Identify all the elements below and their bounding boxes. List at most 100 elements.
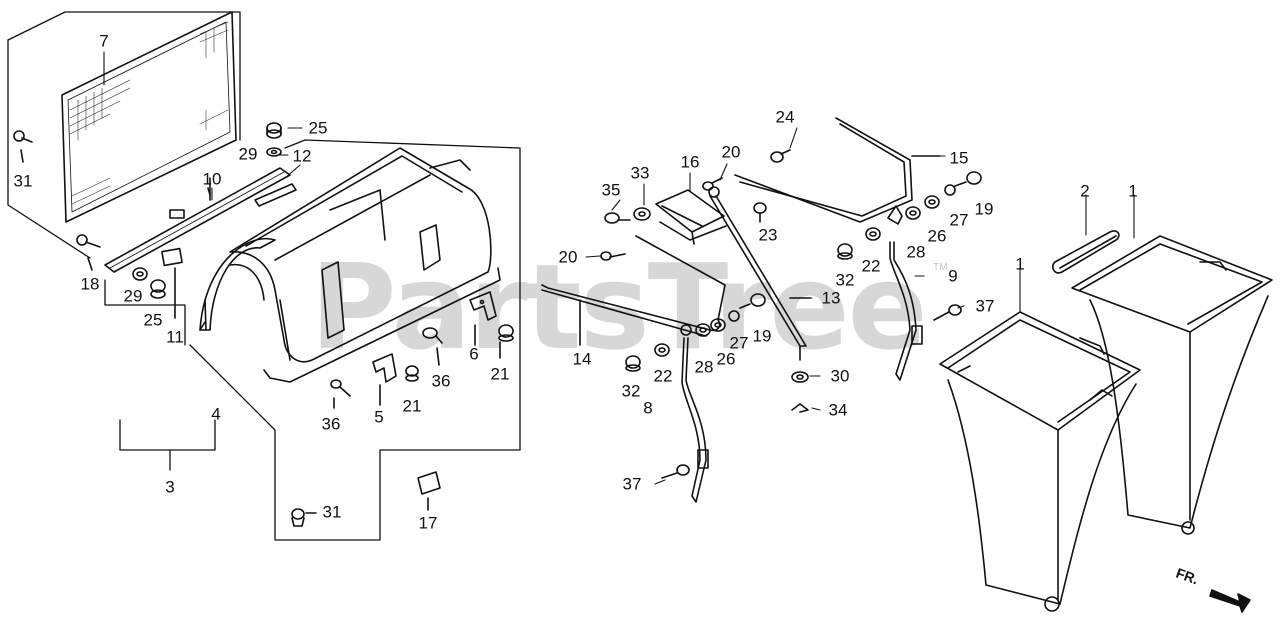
callout-27: 27 — [729, 333, 749, 353]
callout-28: 28 — [694, 357, 714, 377]
callout-6: 6 — [469, 344, 479, 364]
callout-9: 9 — [948, 266, 958, 286]
bracket-hook-upper — [887, 205, 903, 225]
callout-20: 20 — [721, 142, 741, 162]
callout-35: 35 — [601, 180, 621, 200]
bracket-5 — [372, 353, 397, 406]
bolt-36-right — [422, 327, 443, 366]
callout-22: 22 — [653, 366, 673, 386]
washer-27-lower — [728, 310, 740, 322]
callout-26: 26 — [716, 349, 736, 369]
watermark-trademark: TM — [933, 262, 948, 273]
callout-20: 20 — [558, 247, 578, 267]
grass-bag-front — [939, 311, 1141, 612]
washer-28-upper — [905, 206, 921, 220]
callout-36: 36 — [321, 414, 341, 434]
washer-28-lower — [695, 323, 711, 337]
callout-36: 36 — [431, 371, 451, 391]
nut-25-top — [266, 122, 282, 139]
callout-23: 23 — [758, 225, 778, 245]
callout-28: 28 — [906, 242, 926, 262]
callout-5: 5 — [374, 407, 384, 427]
nut-32-lower — [625, 355, 641, 372]
hinge-16 — [655, 189, 727, 245]
callout-29: 29 — [123, 286, 143, 306]
grass-bag-housing — [199, 147, 501, 383]
callout-33: 33 — [630, 163, 650, 183]
callout-14: 14 — [572, 349, 592, 369]
callout-24: 24 — [775, 107, 795, 127]
forward-arrow-icon — [1209, 589, 1251, 613]
mesh-screen-panel — [61, 11, 237, 223]
callout-27: 27 — [949, 210, 969, 230]
clip-31-bottom — [291, 508, 317, 527]
callout-32: 32 — [621, 381, 641, 401]
washer-29-top — [266, 147, 282, 157]
callout-1: 1 — [1015, 254, 1025, 274]
callout-25: 25 — [143, 310, 163, 330]
bolt-18 — [76, 234, 101, 271]
washer-29-left — [132, 267, 148, 281]
callout-37: 37 — [975, 296, 995, 316]
handle-grip-2 — [1052, 230, 1120, 274]
bolt-35 — [604, 212, 631, 224]
bolt-31-left — [13, 130, 33, 163]
callout-13: 13 — [821, 288, 841, 308]
grass-bag-back — [1071, 235, 1273, 535]
callout-4: 4 — [211, 404, 221, 424]
bolt-20-left — [600, 251, 626, 261]
callout-8: 8 — [643, 398, 653, 418]
leader-lines — [103, 51, 1135, 485]
nut-22-upper — [865, 227, 881, 241]
callout-11: 11 — [166, 327, 184, 347]
bolt-19-upper — [954, 171, 982, 187]
callout-25: 25 — [308, 118, 328, 138]
washer-26-upper — [924, 195, 940, 209]
sticker-11 — [161, 247, 183, 319]
callout-7: 7 — [99, 31, 109, 51]
nut-22-lower — [654, 343, 670, 357]
callout-22: 22 — [861, 256, 881, 276]
bolt-20-right — [702, 177, 723, 191]
callout-31: 31 — [322, 502, 342, 522]
callout-21: 21 — [490, 364, 510, 384]
callout-19: 19 — [974, 199, 994, 219]
callout-29: 29 — [238, 144, 258, 164]
nut-21-center — [405, 365, 419, 382]
callout-15: 15 — [949, 148, 969, 168]
callout-32: 32 — [835, 270, 855, 290]
pin-23 — [753, 202, 767, 223]
nut-32-upper — [837, 243, 853, 260]
callout-18: 18 — [80, 274, 100, 294]
callout-2: 2 — [1080, 181, 1090, 201]
lock-rod-9 — [889, 241, 923, 381]
clip-34 — [791, 403, 809, 413]
bolt-36-left — [330, 379, 351, 409]
bolt-19-lower — [739, 293, 766, 309]
callout-34: 34 — [828, 400, 848, 420]
callout-3: 3 — [165, 477, 175, 497]
washer-26-lower — [710, 318, 726, 332]
washer-27-upper — [944, 184, 956, 196]
label-17 — [417, 471, 441, 511]
bolt-37-right — [933, 304, 962, 321]
callout-17: 17 — [418, 513, 438, 533]
callout-19: 19 — [752, 326, 772, 346]
lock-rod-8 — [680, 324, 709, 503]
callout-10: 10 — [202, 169, 222, 189]
bracket-6 — [469, 291, 497, 346]
callout-12: 12 — [292, 146, 312, 166]
callout-16: 16 — [680, 152, 700, 172]
bolt-24 — [770, 149, 791, 163]
callout-21: 21 — [402, 396, 422, 416]
callout-1: 1 — [1128, 181, 1138, 201]
callout-30: 30 — [830, 366, 850, 386]
label-plate-12 — [254, 183, 297, 207]
bracket-bar — [104, 167, 291, 273]
nut-21-right — [498, 324, 514, 359]
callout-31: 31 — [13, 171, 33, 191]
bolt-37-left — [661, 464, 690, 479]
nut-25-left — [150, 279, 166, 299]
